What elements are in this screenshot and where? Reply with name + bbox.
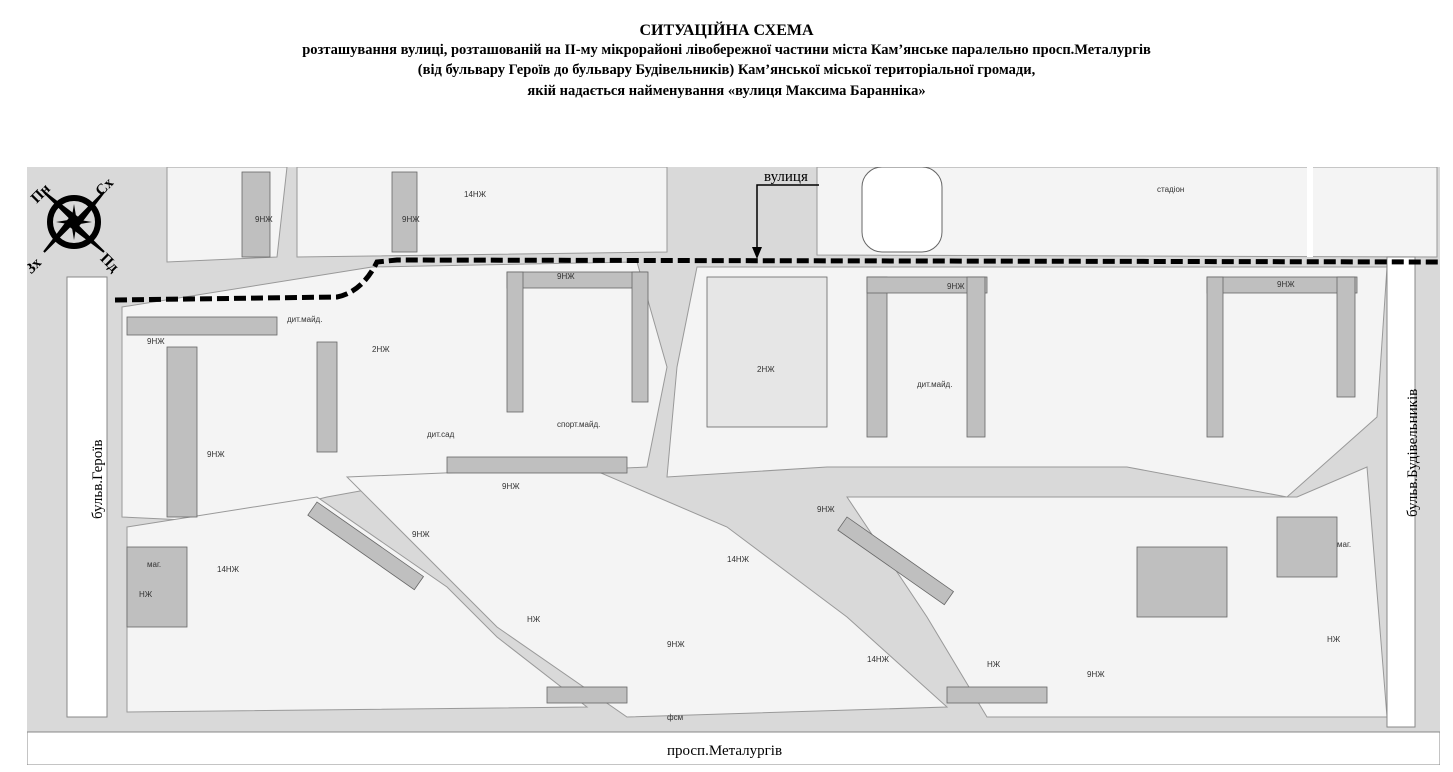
street-pointer-label: вулиця [764,169,808,185]
building-label: 9НЖ [147,337,165,346]
building-label: стадіон [1157,185,1184,194]
east-boulevard-label: бульв.Будівельників [1405,389,1421,517]
new-street-dashed-line [114,257,1440,303]
building-label: 14НЖ [727,555,750,564]
map-title: СИТУАЦІЙНА СХЕМА [639,22,814,39]
building-label: дит.майд. [917,380,952,389]
building-label: 9НЖ [412,530,430,539]
building-label: маг. [1337,540,1351,549]
building-label: НЖ [987,660,1001,669]
map-subtitle-line-1: розташування вулиці, розташованій на ІІ-… [302,42,1151,58]
building-label: 9НЖ [255,215,273,224]
building-label: 2НЖ [757,365,775,374]
building-label: 9НЖ [947,282,965,291]
building-label: спорт.майд. [557,420,600,429]
building-label: 9НЖ [817,505,835,514]
building-label: 14НЖ [217,565,240,574]
building-label: НЖ [527,615,541,624]
south-avenue-label: просп.Металургів [667,743,782,759]
building-label: дит.майд. [287,315,322,324]
building-label: 9НЖ [1277,280,1295,289]
building-label: маг. [147,560,161,569]
building-label: 14НЖ [464,190,487,199]
building-label: НЖ [1327,635,1341,644]
street-pointer-arrow [756,184,819,255]
building-label: 2НЖ [372,345,390,354]
building-label: 14НЖ [867,655,890,664]
building-label: 9НЖ [502,482,520,491]
map-subtitle-line-2: (від бульвару Героїв до бульвару Будівел… [417,62,1036,78]
building-label: дит.сад [427,430,455,439]
map-subtitle-line-3: якій надається найменування «вулиця Макс… [527,83,926,99]
building-label: фсм [667,713,683,722]
building-label: 9НЖ [557,272,575,281]
building-label: НЖ [139,590,153,599]
building-label: 9НЖ [1087,670,1105,679]
west-boulevard-label: бульв.Героїв [90,440,106,520]
building-label: 9НЖ [207,450,225,459]
building-label: 9НЖ [402,215,420,224]
building-label: 9НЖ [667,640,685,649]
situation-map: вулиця Пн Сх Зх Пд бульв.Героїв бульв.Бу… [27,167,1440,765]
